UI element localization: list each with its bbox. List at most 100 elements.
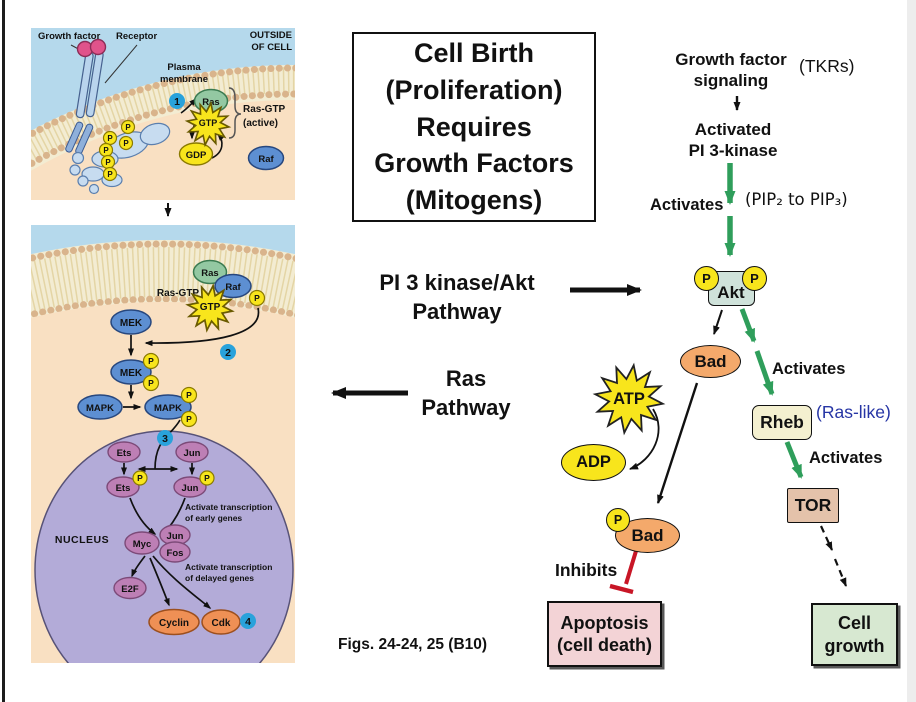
tkrs-note: (TKRs) [799,56,855,76]
activates-label-3: Activates [809,449,883,467]
ras-like-note: (Ras-like) [816,402,891,422]
ras-gtp-label: Ras-GTP [157,288,200,299]
arrow-bad-to-pbad [656,382,699,504]
pip-note: (PIP₂ to PIP₃) [745,190,848,209]
adp-oval: ADP [561,444,626,481]
arrow-akt-to-bad [713,309,723,335]
svg-text:P: P [148,378,154,388]
mapk-molecule: MAPK [77,394,123,420]
delayed-genes-note: Activate transcription of delayed genes [185,562,273,584]
svg-text:3: 3 [162,433,168,445]
ras-gtp-active-label: Ras-GTP (active) [243,104,286,129]
cell-growth-box: Cell growth [811,603,898,666]
ets-molecule: Ets [107,441,141,463]
ets-p-molecule: Ets [106,476,140,498]
svg-text:P: P [123,139,129,148]
title-box: Cell Birth (Proliferation) Requires Grow… [352,32,596,222]
early-genes-note: Activate transcription of early genes [185,502,273,524]
jun-p-molecule: Jun [173,476,207,498]
mapk-p-molecule: MAPK [144,394,192,420]
ras-molecule: Ras [192,259,228,285]
dashed-arrow-tor-1 [820,525,833,551]
svg-text:Jun: Jun [184,448,201,459]
svg-text:GDP: GDP [186,150,207,161]
myc-molecule: Myc [124,531,160,555]
svg-text:P: P [148,356,154,366]
svg-text:P: P [186,414,192,424]
green-arrow-rheb-tor [784,441,804,479]
svg-text:Raf: Raf [225,282,241,293]
akt-phosphate-right: P [742,266,767,291]
cyclin-molecule: Cyclin [148,608,200,636]
pi3k-akt-pathway-label: PI 3 kinase/Akt Pathway [379,270,535,324]
svg-text:2: 2 [225,347,231,359]
svg-text:P: P [204,473,210,483]
apoptosis-box: Apoptosis (cell death) [547,601,662,667]
plasma-membrane-label: Plasma membrane [159,62,209,86]
svg-text:1: 1 [174,96,180,108]
activated-pi3-kinase-label: Activated PI 3-kinase [688,120,778,161]
ras-molecule: Ras [193,88,229,114]
right-edge-shade [907,0,916,702]
phosphate-badges: P P P P P P [98,119,136,182]
svg-text:MEK: MEK [120,368,143,379]
akt-label: Akt [717,283,745,302]
gdp-molecule: GDP [178,142,214,166]
ras-gtp-bracket [228,87,242,139]
svg-text:Ets: Ets [116,483,131,494]
svg-text:Ras: Ras [201,268,218,279]
bad-oval: Bad [680,345,741,378]
svg-text:MEK: MEK [120,318,143,329]
fos-molecule: Fos [159,541,191,563]
receptor-label: Receptor [116,31,158,42]
tor-box: TOR [787,488,839,523]
growth-factor-signaling-label: Growth factor signaling [675,50,787,91]
nucleus-label: NUCLEUS [55,534,109,546]
cdk-molecule: Cdk [201,609,241,635]
green-arrow-akt-1 [739,308,757,343]
gtp-label-top: GTP [198,118,218,128]
svg-text:Raf: Raf [258,154,274,165]
svg-text:P: P [107,134,113,143]
receptor-icon [65,50,104,155]
membrane-panel-top: P P P P P P 1 Ras GDP Raf [31,28,295,200]
dashed-arrow-tor-2 [833,558,848,587]
green-arrow-akt-2 [754,350,775,396]
activates-label-1: Activates [650,196,724,214]
e2f-molecule: E2F [113,576,147,600]
inhibits-label: Inhibits [555,560,618,580]
step-1-badge: 1 [169,93,185,109]
jun2-molecule: Jun [159,524,191,546]
svg-text:P: P [137,473,143,483]
growth-factor-icon [76,38,107,58]
phospho-bad-phosphate: P [606,508,630,532]
svg-text:MAPK: MAPK [86,403,114,414]
svg-text:Cdk: Cdk [212,618,231,629]
figure-caption: Figs. 24-24, 25 (B10) [338,636,488,653]
ras-pathway-label: Ras Pathway [421,366,511,420]
svg-text:P: P [254,293,260,303]
gtp-label-bottom: GTP [199,302,221,313]
svg-text:P: P [103,146,109,155]
raf-molecule: Raf [214,273,252,299]
akt-phosphate-left: P [694,266,719,291]
rheb-box: Rheb [752,405,812,440]
svg-text:4: 4 [245,616,251,628]
jun-molecule: Jun [175,441,209,463]
svg-text:P: P [186,390,192,400]
raf-molecule: Raf [247,145,285,171]
svg-text:Jun: Jun [182,483,199,494]
svg-text:Fos: Fos [167,548,184,559]
svg-text:E2F: E2F [121,584,139,595]
svg-text:Ets: Ets [117,448,132,459]
left-edge-line [2,0,5,702]
outside-of-cell-label: OUTSIDE OF CELL [249,30,292,54]
svg-text:Ras: Ras [202,97,219,108]
mek-p-molecule: MEK [110,359,152,385]
svg-text:MAPK: MAPK [154,403,182,414]
svg-text:P: P [107,170,113,179]
svg-text:Myc: Myc [133,539,151,550]
mek-molecule: MEK [110,309,152,335]
svg-text:Cyclin: Cyclin [159,618,189,629]
